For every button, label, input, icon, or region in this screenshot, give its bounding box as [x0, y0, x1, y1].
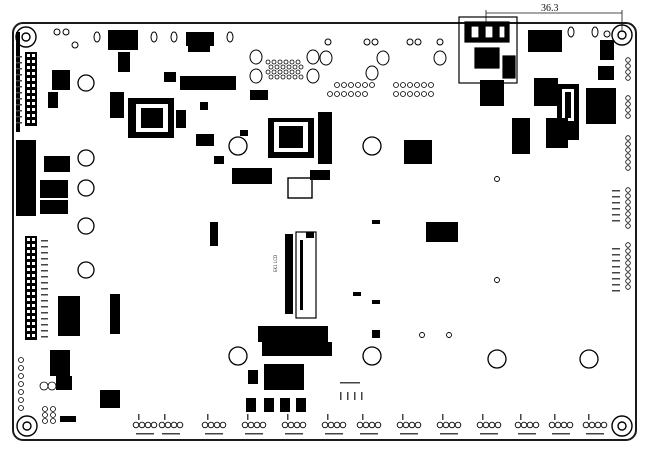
corner-mounting-holes	[15, 24, 633, 437]
board-outline	[12, 22, 637, 441]
left-pin-header-bottom	[25, 236, 37, 340]
silkscreen-marks	[16, 56, 620, 435]
dimension-label: 36.3	[541, 3, 559, 14]
vias	[419, 176, 500, 338]
component-clusters	[16, 30, 616, 422]
lcd-label: EK1 LCD	[273, 255, 278, 272]
left-small-pads	[18, 357, 57, 424]
right-pin-strips	[625, 57, 631, 290]
bottom-pad-row	[132, 421, 608, 429]
mounting-holes	[77, 74, 599, 369]
ethernet-pin-array	[265, 59, 434, 97]
main-processor-chip	[128, 98, 174, 138]
secondary-chip	[268, 118, 314, 158]
left-pin-header-top	[25, 52, 37, 126]
lcd-connector: EK1 LCD	[273, 231, 317, 319]
small-ic	[287, 177, 313, 199]
usb-connector-block	[458, 16, 518, 84]
